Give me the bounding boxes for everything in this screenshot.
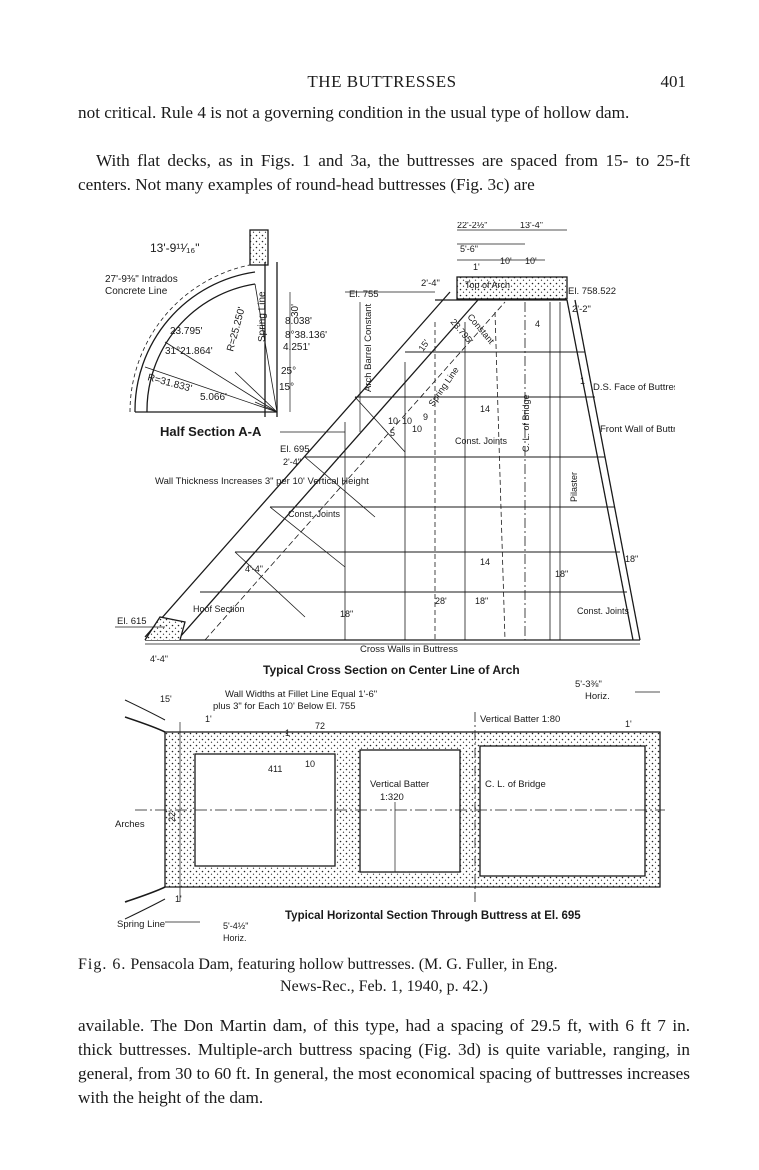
label-const-joints-2: Const. Joints [288, 509, 341, 519]
label-10b: 10' [525, 256, 537, 266]
label-const-joints-1: Const. Joints [455, 436, 508, 446]
label-2-2: 2'-2" [572, 304, 591, 315]
label-horiz-top-2: Horiz. [585, 691, 610, 702]
label-1-b: 1' [175, 894, 182, 904]
label-n-10c: 10 [412, 424, 422, 434]
label-n-5: 5 [390, 428, 395, 438]
label-horiz-bot: 5'-4½" [223, 921, 248, 931]
title-horizontal-section: Typical Horizontal Section Through Buttr… [285, 910, 581, 922]
label-4-4-base: 4'-4" [150, 654, 168, 664]
label-n-14a: 14 [480, 404, 490, 414]
half-section-drawing [129, 229, 291, 417]
label-wall-thickness: Wall Thickness Increases 3" per 10' Vert… [155, 476, 369, 487]
label-10a: 10' [500, 256, 512, 266]
label-angle-2: 8°38.136' [285, 330, 327, 341]
label-15-cross: 15' [416, 338, 431, 354]
caption-text: Pensacola Dam, featuring hollow buttress… [130, 956, 558, 973]
label-arches: Arches [115, 819, 145, 830]
label-1-a: 1' [205, 714, 212, 724]
horizontal-section-drawing [124, 691, 665, 923]
label-30: 30' [290, 304, 301, 317]
label-vertical-batter: Vertical Batter [370, 779, 429, 790]
caption-fig-number: Fig. 6. [78, 956, 127, 973]
label-5-6: 5'-6" [460, 244, 478, 254]
label-horiz-bot-2: Horiz. [223, 933, 247, 943]
label-n-4: 4 [535, 319, 540, 329]
label-ds-face: D.S. Face of Buttress [593, 382, 675, 393]
label-2-4-top: 2'-4" [421, 278, 440, 289]
paragraph-3: available. The Don Martin dam, of this t… [78, 1016, 690, 1107]
label-front-wall: Front Wall of Buttress [600, 424, 675, 435]
label-n-10b: 10 [402, 416, 412, 426]
label-const-joints-3: Const. Joints [577, 606, 630, 616]
paragraph-1: not critical. Rule 4 is not a governing … [78, 103, 630, 122]
label-18-d: 18" [625, 554, 638, 564]
label-radius-1: R=25.250' [225, 306, 247, 353]
figure-caption: Fig. 6. Pensacola Dam, featuring hollow … [78, 954, 690, 998]
label-angle-25: 25° [281, 366, 296, 377]
label-concrete-line: Concrete Line [105, 286, 168, 297]
label-top-of-arch: Top of Arch [465, 280, 510, 290]
label-dim-top: 13'-9¹¹⁄₁₆" [150, 241, 199, 255]
running-head-title: THE BUTTRESSES [307, 72, 457, 91]
label-2-4-mid: 2'-4" [283, 457, 301, 467]
label-28: 28' [435, 596, 447, 606]
label-22-2: 22'-2½" [457, 222, 487, 230]
label-hoof-section: Hoof Section [193, 604, 245, 614]
label-15-horiz: 15' [160, 694, 172, 704]
label-18-b: 18" [475, 596, 488, 606]
label-spring-line-horiz: Spring Line [117, 919, 165, 930]
figure-drawing: 13'-9¹¹⁄₁₆" 27'-9⅜" Intrados Concrete Li… [105, 222, 675, 943]
label-horiz-top: 5'-3⅜" [575, 679, 602, 690]
title-cross-section: Typical Cross Section on Center Line of … [263, 663, 520, 677]
label-intrados: 27'-9⅜" Intrados [105, 274, 178, 285]
caption-text-2: News-Rec., Feb. 1, 1940, p. 42.) [280, 978, 488, 995]
running-head: THE BUTTRESSES 401 [78, 72, 686, 96]
label-ratio-320: 1:320 [380, 792, 404, 803]
label-4251: 4.251' [283, 342, 310, 353]
label-n-411: 411 [268, 764, 282, 774]
label-n-1: 1 [580, 376, 585, 386]
label-8038: 8.038' [285, 316, 312, 327]
label-n-10: 10 [305, 759, 315, 769]
label-el-758: El. 758.522 [568, 286, 616, 297]
label-wall-widths-1: Wall Widths at Fillet Line Equal 1'-6" [225, 689, 377, 700]
figure-pensacola-dam: 13'-9¹¹⁄₁₆" 27'-9⅜" Intrados Concrete Li… [105, 222, 675, 944]
label-13-4: 13'-4" [520, 222, 543, 230]
label-cl-bridge-cross: C. L. of Bridge [521, 394, 531, 452]
label-1-top: 1' [473, 262, 480, 272]
label-n-10a: 10 [388, 416, 398, 426]
label-pilaster: Pilaster [569, 472, 579, 502]
label-23795-half: 23.795' [170, 326, 203, 337]
label-angle-15: 15° [279, 382, 294, 393]
label-22-horiz: 22' [167, 810, 177, 822]
label-spring-line-half: Spring Line [257, 291, 268, 342]
label-spring-line-cross: Spring Line [426, 365, 460, 408]
label-el-695: El. 695 [280, 444, 310, 455]
label-18-c: 18" [555, 569, 568, 579]
title-half-section: Half Section A-A [160, 424, 262, 439]
label-n-1-h: 1 [285, 728, 290, 738]
cross-section-drawing [115, 229, 641, 645]
label-vertical-batter-80: Vertical Batter 1:80 [480, 714, 560, 725]
label-cl-bridge-horiz: C. L. of Bridge [485, 779, 546, 790]
label-n-72: 72 [315, 721, 325, 731]
label-el-615: El. 615 [117, 616, 147, 627]
label-angle-1: 31°21.864' [165, 346, 213, 357]
label-el-755: El. 755 [349, 289, 379, 300]
label-n-9: 9 [423, 412, 428, 422]
label-wall-widths-2: plus 3" for Each 10' Below El. 755 [213, 701, 356, 712]
label-n-14b: 14 [480, 557, 490, 567]
label-5066: 5.066' [200, 392, 227, 403]
label-arch-barrel: Arch Barrel Constant [363, 303, 374, 392]
paragraph-2: With flat decks, as in Figs. 1 and 3a, t… [78, 151, 690, 194]
label-18-a: 18" [340, 609, 353, 619]
page-number: 401 [660, 72, 687, 91]
label-cross-walls: Cross Walls in Buttress [360, 644, 458, 655]
label-4-4-mid: 4'-4" [245, 564, 263, 574]
label-1-c: 1' [625, 719, 632, 729]
